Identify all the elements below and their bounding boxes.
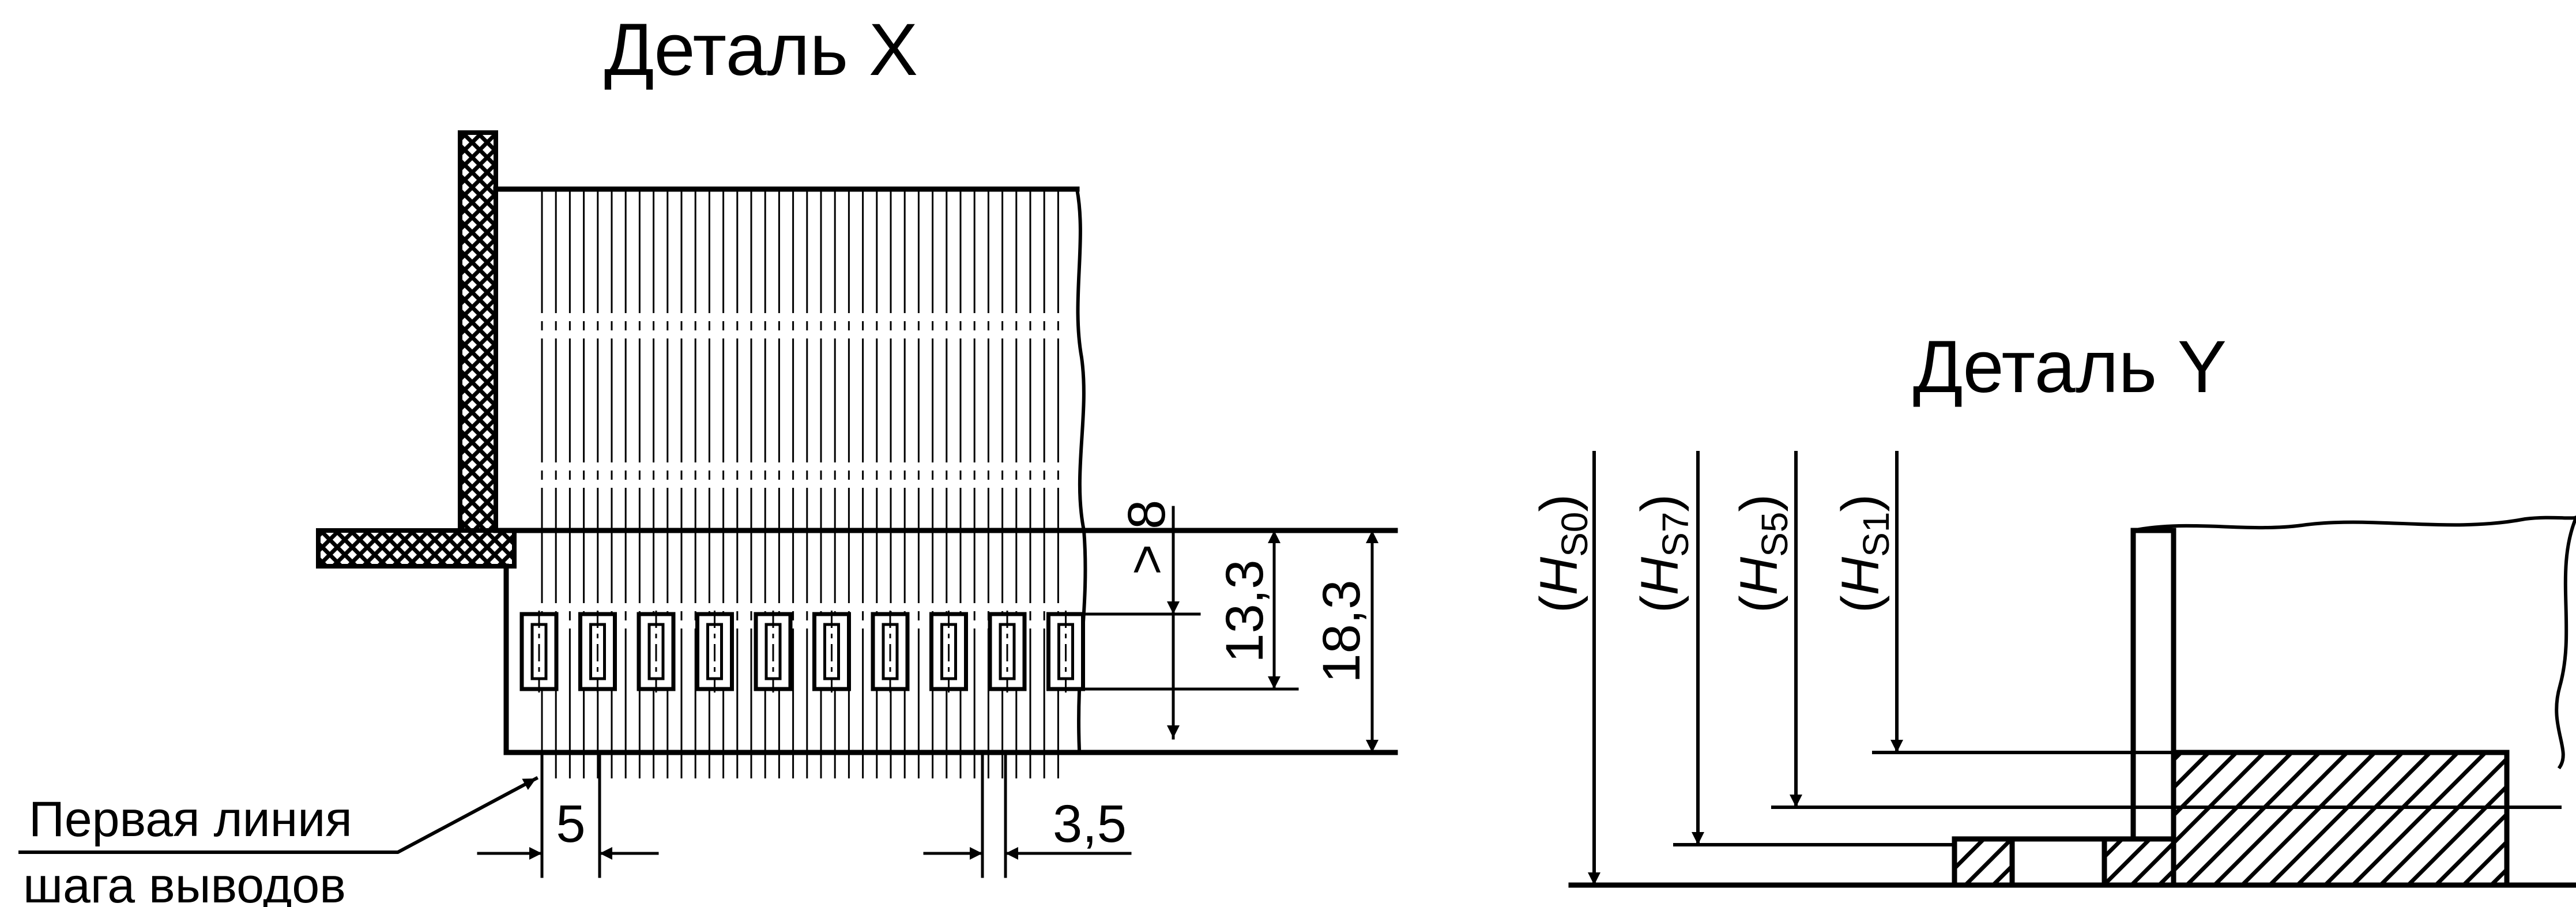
leader-label-line1: Первая линия <box>29 792 352 847</box>
detail-x: Деталь X 5 3,5 Первая линия шага выводов <box>18 9 1398 907</box>
comb-lines <box>541 189 1059 778</box>
detail-y: Деталь Y (HS0) (HS7) (HS5) (HS1) <box>1530 326 2576 888</box>
level-label-s7: (HS7) <box>1630 494 1696 613</box>
dim-offset-label: > 8 <box>1117 500 1176 575</box>
hatched-plate-lower <box>2102 836 2176 888</box>
level-label-s0: (HS0) <box>1530 494 1595 613</box>
pin <box>637 611 676 693</box>
dim-gap-label: 3,5 <box>1053 795 1127 853</box>
detail-x-title: Деталь X <box>604 9 918 91</box>
crosshatch-wall-vertical <box>458 130 498 533</box>
pin <box>1046 611 1085 693</box>
leader-label-line2: шага выводов <box>23 858 346 907</box>
pin <box>929 611 968 693</box>
detail-y-title: Деталь Y <box>1913 326 2227 408</box>
crosshatch-wall-horizontal <box>316 528 517 569</box>
housing-right-break <box>2555 515 2576 770</box>
hatched-plate-right <box>2171 750 2510 888</box>
pin <box>988 611 1027 693</box>
pin <box>519 611 559 693</box>
pin <box>578 611 617 693</box>
dim-outer-height-label: 18,3 <box>1312 579 1371 683</box>
pin-row <box>519 611 1085 693</box>
level-label-s5: (HS5) <box>1730 494 1795 613</box>
pin <box>871 611 910 693</box>
pin <box>754 611 793 693</box>
plate-gap <box>2009 836 2107 888</box>
dim-pitch-label: 5 <box>556 795 585 853</box>
first-pitch-leader <box>18 776 539 854</box>
pin <box>695 611 734 693</box>
housing-top-break <box>2131 515 2576 533</box>
dim-inner-height-label: 13,3 <box>1215 559 1274 663</box>
hatched-plate-left <box>1952 836 2015 888</box>
level-label-s1: (HS1) <box>1831 494 1897 613</box>
pin <box>812 611 851 693</box>
housing-outline <box>2130 528 2176 842</box>
